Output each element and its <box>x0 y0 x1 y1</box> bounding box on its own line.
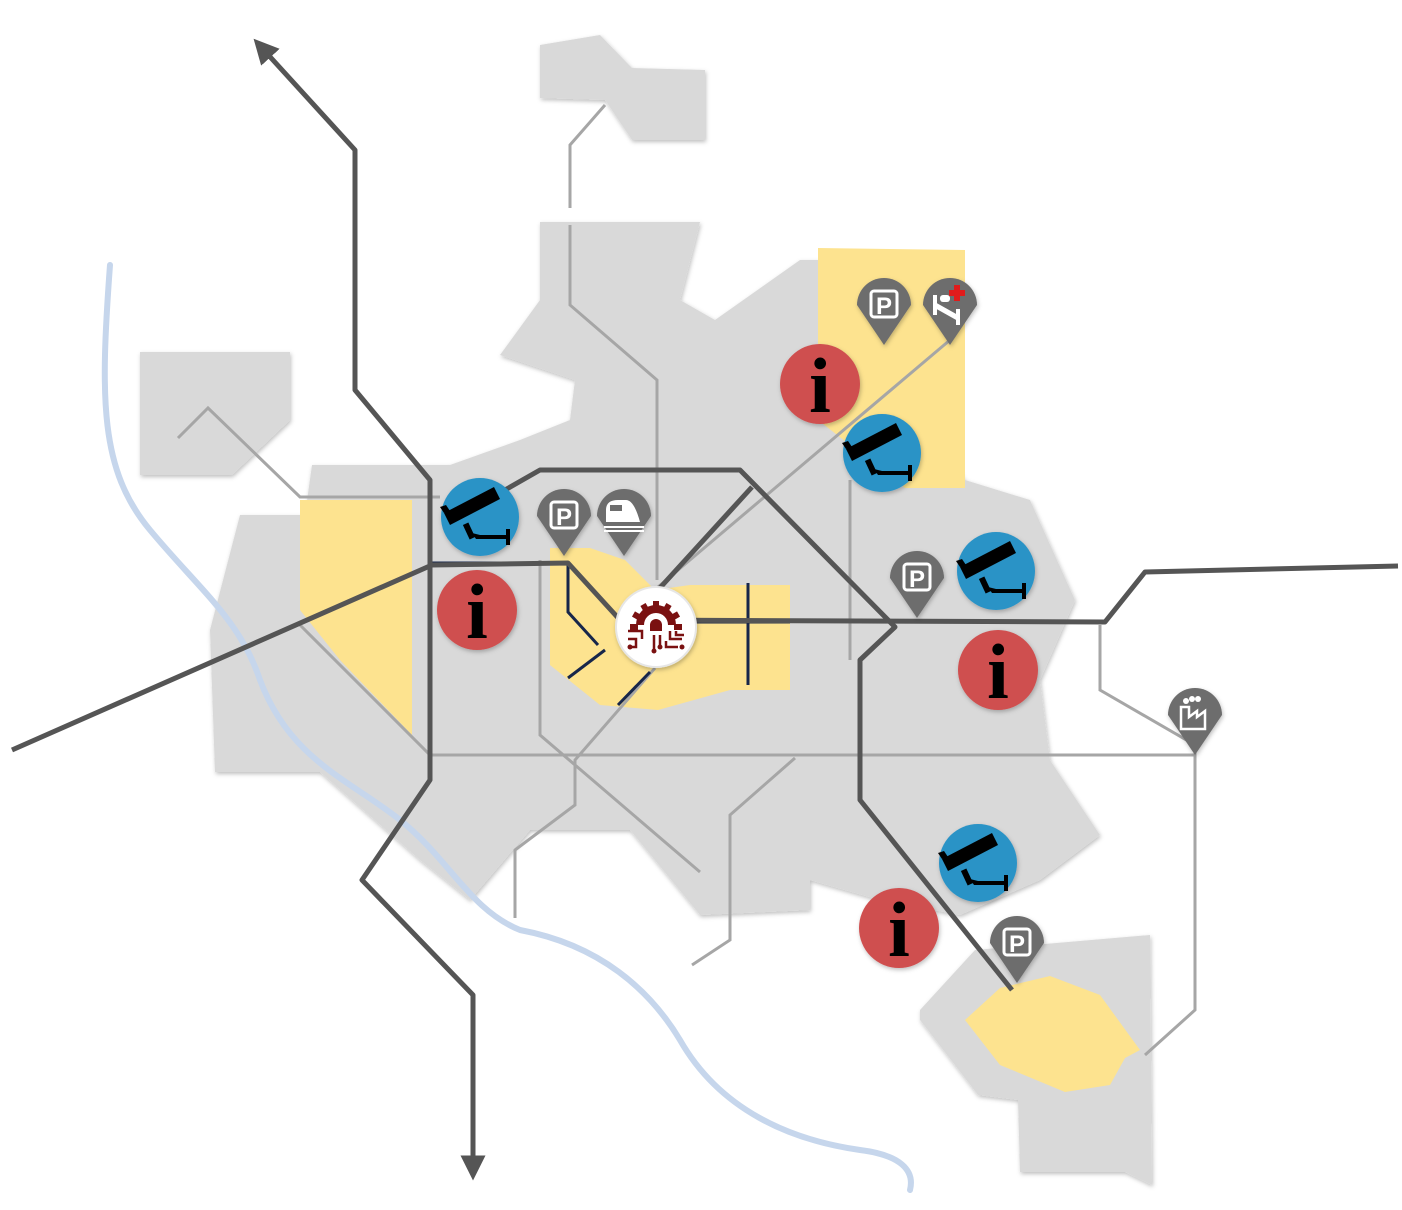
cctv-camera-icon <box>842 423 912 481</box>
info-marker[interactable]: i <box>958 628 1038 715</box>
info-label: i <box>809 342 831 429</box>
info-marker[interactable]: i <box>780 342 860 429</box>
minor-road <box>657 338 951 589</box>
parking-pin[interactable]: P <box>537 489 591 556</box>
transit-line <box>616 670 652 707</box>
info-icon: i <box>809 342 831 429</box>
info-marker[interactable]: i <box>859 886 939 973</box>
control-center-marker[interactable] <box>615 586 697 668</box>
ring-road <box>503 467 1014 992</box>
info-icon: i <box>466 568 488 655</box>
info-label: i <box>466 568 488 655</box>
parking-pin[interactable]: P <box>857 278 911 345</box>
parking-pin[interactable]: P <box>990 916 1044 983</box>
minor-road <box>538 560 701 874</box>
parking-icon: P <box>1002 927 1032 958</box>
parking-icon: P <box>549 500 579 531</box>
parking-label: P <box>1009 931 1025 958</box>
camera-marker[interactable] <box>956 532 1035 610</box>
minor-road <box>513 667 657 918</box>
markers: P P P Pi i i i <box>437 278 1222 983</box>
parking-label: P <box>556 504 572 531</box>
minor-road <box>568 225 659 580</box>
parking-icon: P <box>869 289 899 320</box>
info-label: i <box>888 886 910 973</box>
parking-label: P <box>909 566 925 593</box>
info-marker[interactable]: i <box>437 568 517 655</box>
transit-line <box>566 563 600 647</box>
factory-icon <box>1179 696 1207 731</box>
factory-pin[interactable] <box>1168 688 1222 755</box>
highway-north-south <box>253 38 486 1181</box>
train-pin[interactable] <box>597 489 651 556</box>
cctv-camera-icon <box>956 541 1026 599</box>
camera-marker[interactable] <box>842 414 921 492</box>
train-icon <box>604 500 644 532</box>
minor-road <box>691 756 796 967</box>
hospital-bed-icon <box>933 285 965 325</box>
parking-icon: P <box>902 562 932 593</box>
hospital-bed-pin[interactable] <box>923 278 977 345</box>
parking-label: P <box>876 293 892 320</box>
parking-pin[interactable]: P <box>890 551 944 618</box>
info-icon: i <box>987 628 1009 715</box>
camera-marker[interactable] <box>440 478 519 556</box>
district-north-top <box>540 35 705 140</box>
transit-line <box>567 648 606 680</box>
cctv-camera-icon <box>440 487 510 545</box>
diagonal-road <box>656 485 754 592</box>
info-icon: i <box>888 886 910 973</box>
info-label: i <box>987 628 1009 715</box>
camera-marker[interactable] <box>938 824 1017 902</box>
zone-southeast <box>965 976 1140 1092</box>
smart-city-gear-icon <box>627 601 685 654</box>
minor-road <box>568 104 607 208</box>
cctv-camera-icon <box>938 833 1008 891</box>
